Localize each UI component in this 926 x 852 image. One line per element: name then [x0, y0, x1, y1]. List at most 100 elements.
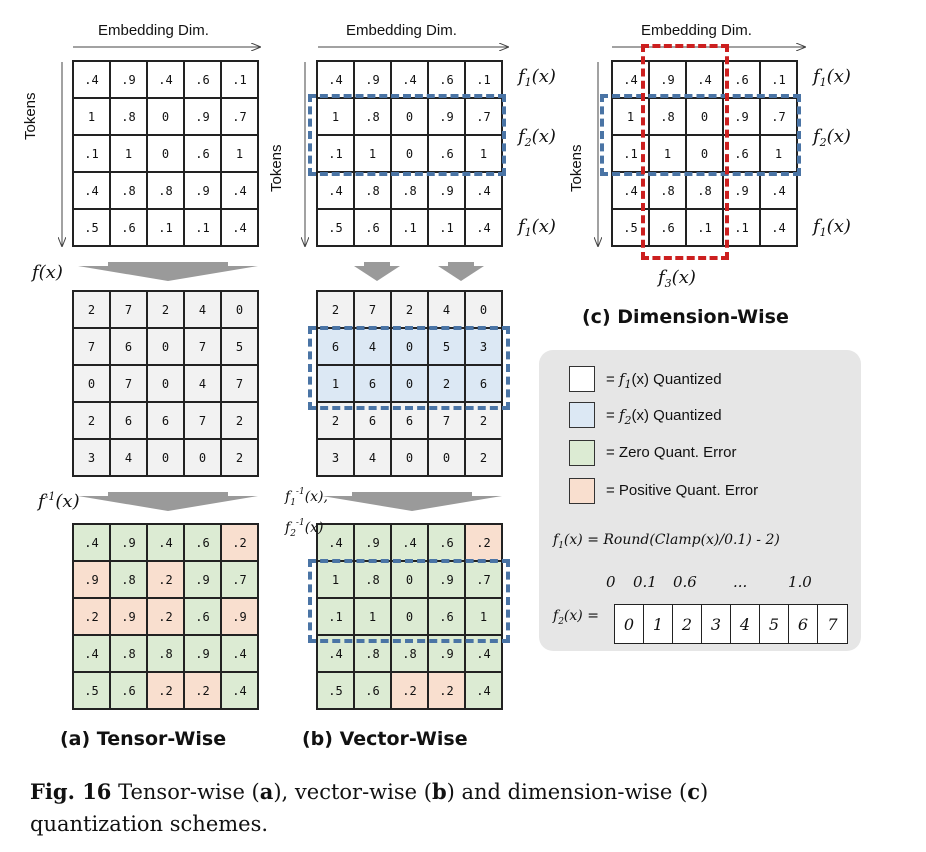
matrix-cell: .6: [649, 209, 686, 246]
quantize-arrow-b-right: [438, 262, 484, 281]
matrix-cell: .5: [73, 209, 110, 246]
grid-a-dequantized: .4.9.4.6.2.9.8.2.9.7.2.9.2.6.9.4.8.8.9.4…: [72, 523, 259, 710]
matrix-cell: 0: [391, 439, 428, 476]
matrix-cell: 0: [147, 98, 184, 135]
matrix-cell: .8: [354, 172, 391, 209]
matrix-cell: 2: [391, 291, 428, 328]
tick-0: 0: [606, 573, 616, 591]
matrix-cell: .6: [184, 135, 221, 172]
matrix-cell: 5: [221, 328, 258, 365]
matrix-cell: 1: [317, 365, 354, 402]
tick-10: 1.0: [788, 573, 812, 591]
matrix-cell: .4: [465, 172, 502, 209]
matrix-cell: .9: [110, 61, 147, 98]
matrix-cell: 0: [391, 365, 428, 402]
matrix-cell: .9: [184, 635, 221, 672]
matrix-cell: 4: [184, 291, 221, 328]
matrix-cell: .1: [184, 209, 221, 246]
matrix-cell: 0: [391, 328, 428, 365]
matrix-cell: .8: [110, 561, 147, 598]
legend-formula: f1(x) = Round(Clamp(x)/0.1) - 2): [553, 532, 780, 551]
matrix-cell: .1: [317, 598, 354, 635]
matrix-cell: .8: [110, 98, 147, 135]
vector-group-input: [308, 94, 506, 176]
matrix-cell: .2: [428, 672, 465, 709]
legend-swatch-f2: [569, 402, 595, 428]
matrix-cell: .1: [686, 209, 723, 246]
matrix-cell: .5: [73, 672, 110, 709]
matrix-cell: .9: [428, 172, 465, 209]
bin-cell: 1: [644, 605, 673, 643]
b-f2: f2(x): [518, 126, 556, 149]
c-f3: f3(x): [658, 267, 696, 290]
matrix-cell: 1: [221, 135, 258, 172]
vector-group-dequantized: [308, 559, 510, 643]
matrix-cell: .6: [723, 135, 760, 172]
matrix-cell: .9: [354, 524, 391, 561]
matrix-cell: .9: [184, 561, 221, 598]
matrix-cell: 7: [110, 291, 147, 328]
matrix-cell: 0: [391, 135, 428, 172]
matrix-cell: 0: [147, 328, 184, 365]
matrix-cell: .2: [221, 524, 258, 561]
matrix-cell: 1: [465, 135, 502, 172]
tick-01: 0.1: [633, 573, 657, 591]
embedding-label-c: Embedding Dim.: [641, 22, 752, 39]
matrix-cell: 4: [354, 328, 391, 365]
matrix-cell: 0: [686, 98, 723, 135]
matrix-cell: 6: [110, 402, 147, 439]
matrix-cell: 4: [354, 439, 391, 476]
embedding-label-a: Embedding Dim.: [98, 22, 209, 39]
subtitle-tensor-wise: (a) Tensor-Wise: [60, 728, 227, 750]
matrix-cell: 1: [317, 561, 354, 598]
legend-item-f1: = f1(x) Quantized: [606, 370, 722, 391]
c-f1-top: f1(x): [813, 66, 851, 89]
matrix-cell: 0: [391, 561, 428, 598]
bin-cell: 2: [673, 605, 702, 643]
b-f1-top: f1(x): [518, 66, 556, 89]
matrix-cell: .6: [110, 672, 147, 709]
matrix-cell: 4: [184, 365, 221, 402]
matrix-cell: 0: [147, 365, 184, 402]
bin-cell: 4: [731, 605, 760, 643]
finv-label: f-1(x): [38, 490, 80, 512]
fx-label: f(x): [32, 262, 63, 283]
matrix-cell: .4: [221, 172, 258, 209]
matrix-cell: 0: [391, 598, 428, 635]
matrix-cell: .8: [354, 98, 391, 135]
matrix-cell: .2: [73, 598, 110, 635]
matrix-cell: 7: [184, 402, 221, 439]
matrix-cell: .2: [147, 598, 184, 635]
matrix-cell: .5: [317, 672, 354, 709]
vector-group-quantized: [308, 326, 510, 410]
legend-swatch-f1: [569, 366, 595, 392]
matrix-cell: 6: [317, 328, 354, 365]
matrix-cell: 6: [147, 402, 184, 439]
matrix-cell: 4: [110, 439, 147, 476]
matrix-cell: .4: [147, 61, 184, 98]
matrix-cell: .6: [723, 61, 760, 98]
matrix-cell: 2: [73, 402, 110, 439]
legend-item-positive: = Positive Quant. Error: [606, 482, 759, 499]
matrix-cell: .1: [465, 61, 502, 98]
matrix-cell: .6: [184, 598, 221, 635]
matrix-cell: .4: [317, 172, 354, 209]
matrix-cell: 7: [184, 328, 221, 365]
matrix-cell: 1: [317, 98, 354, 135]
matrix-cell: 1: [354, 135, 391, 172]
matrix-cell: .8: [686, 172, 723, 209]
matrix-cell: .2: [147, 561, 184, 598]
matrix-cell: .1: [221, 61, 258, 98]
c-f1-bottom: f1(x): [813, 216, 851, 239]
matrix-cell: .9: [184, 172, 221, 209]
matrix-cell: .4: [317, 524, 354, 561]
matrix-cell: 0: [686, 135, 723, 172]
matrix-cell: .7: [221, 561, 258, 598]
quantize-arrow-a: [78, 262, 258, 281]
matrix-cell: .9: [723, 98, 760, 135]
tick-06: 0.6: [673, 573, 697, 591]
matrix-cell: .2: [184, 672, 221, 709]
matrix-cell: .2: [391, 672, 428, 709]
